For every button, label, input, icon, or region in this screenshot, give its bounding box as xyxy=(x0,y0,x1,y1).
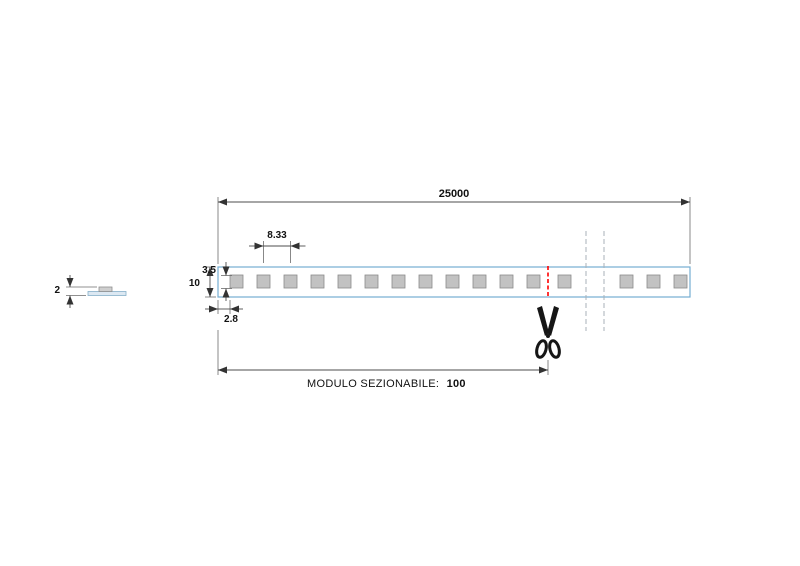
led-chip xyxy=(310,274,325,289)
led-chip xyxy=(646,274,661,289)
dim-led-pitch: 8.33 xyxy=(249,230,306,263)
led-pitch-label: 8.33 xyxy=(267,230,287,241)
dim-led-size: 3.5 xyxy=(202,262,232,301)
first-led-offset-label: 2.8 xyxy=(224,314,238,325)
strip-width-label: 10 xyxy=(189,278,201,289)
dim-strip-width: 10 xyxy=(189,266,216,298)
led-chip xyxy=(283,274,298,289)
led-chips xyxy=(229,274,688,289)
total-length-label: 25000 xyxy=(439,188,470,200)
scissors-icon xyxy=(535,306,561,359)
led-chip xyxy=(364,274,379,289)
led-chip xyxy=(557,274,572,289)
led-size-label: 3.5 xyxy=(202,265,216,276)
dim-total-length: 25000 xyxy=(217,188,691,264)
scissors-handle xyxy=(548,339,561,359)
profile-strip-base xyxy=(87,291,127,296)
scissors-blade xyxy=(547,306,559,336)
led-chip xyxy=(619,274,634,289)
scissors-blade xyxy=(537,306,549,336)
profile-led-chip xyxy=(98,286,113,292)
led-chip xyxy=(673,274,688,289)
led-chip xyxy=(337,274,352,289)
led-chip xyxy=(391,274,406,289)
scissors-pivot xyxy=(546,334,550,338)
dim-sectionable-module: MODULO SEZIONABILE: 100 xyxy=(217,330,549,390)
led-chip xyxy=(256,274,271,289)
profile-thickness-label: 2 xyxy=(54,285,60,296)
sectionable-module-label: MODULO SEZIONABILE: 100 xyxy=(307,378,466,390)
led-chip xyxy=(229,274,244,289)
sectionable-module-value: 100 xyxy=(447,378,466,390)
sectionable-module-text: MODULO SEZIONABILE: xyxy=(307,378,439,390)
led-chip xyxy=(445,274,460,289)
dim-profile-thickness: 2 xyxy=(54,275,97,308)
dim-first-led-offset: 2.8 xyxy=(205,300,243,325)
side-profile-view xyxy=(87,286,127,296)
led-chip xyxy=(472,274,487,289)
scissors-handle xyxy=(535,339,548,359)
led-chip xyxy=(418,274,433,289)
led-chip xyxy=(526,274,541,289)
led-chip xyxy=(499,274,514,289)
